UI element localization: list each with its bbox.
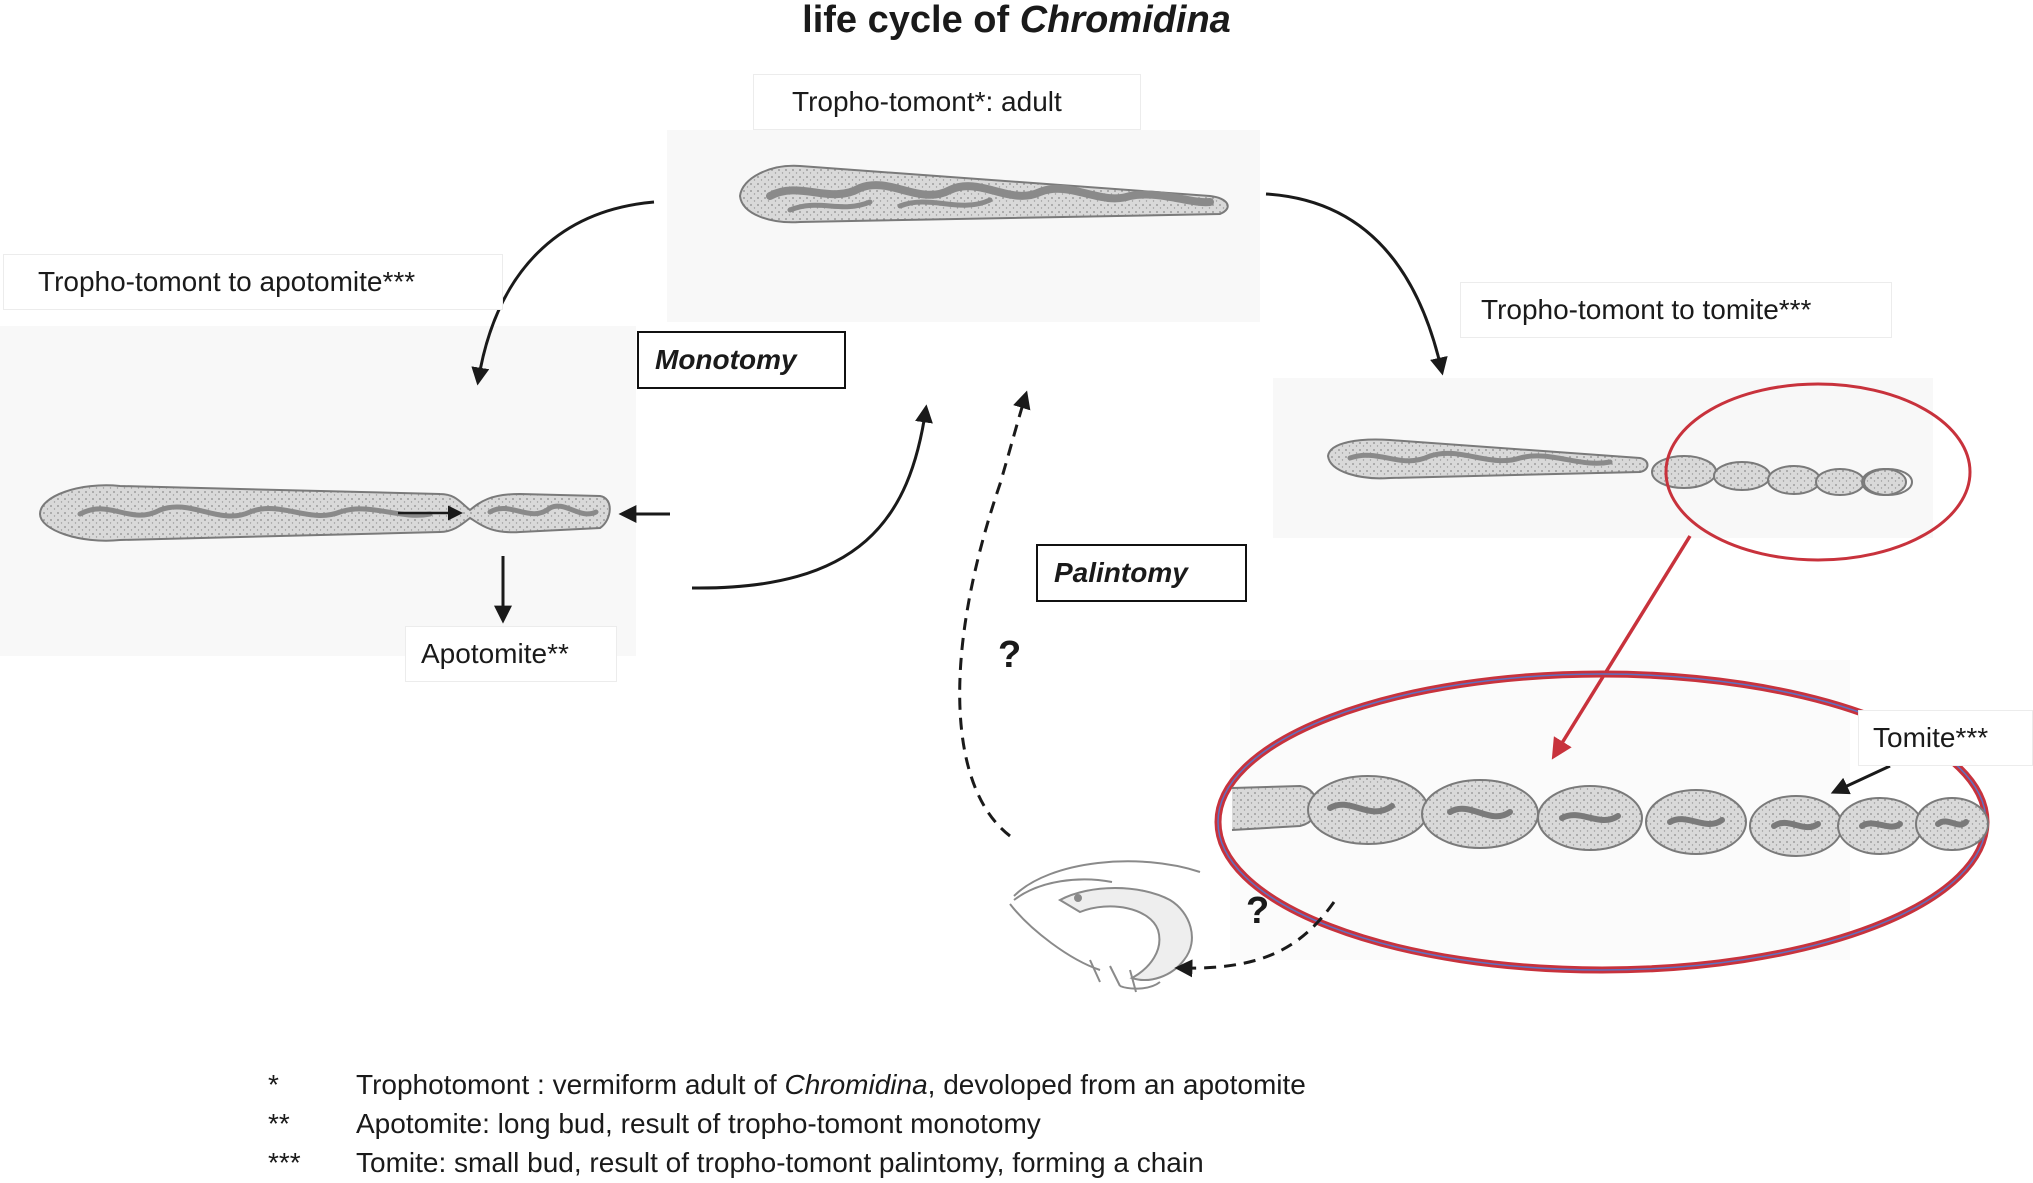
footnote-3-text: Tomite: small bud, result of tropho-tomo… <box>356 1147 1204 1178</box>
budding-cell <box>38 484 611 542</box>
diagram-title: life cycle of Chromidina <box>0 0 2033 42</box>
title-prefix: life cycle of <box>802 0 1020 41</box>
label-adult: Tropho-tomont*: adult <box>753 74 1141 130</box>
dashed-arrow-host-to-adult <box>958 390 1031 838</box>
footnote-2-text: Apotomite: long bud, result of tropho-to… <box>356 1108 1041 1139</box>
footnote-1-mark: * <box>268 1069 279 1100</box>
tomite-chain <box>1326 438 1913 496</box>
label-tomite-text: Tomite*** <box>1873 722 1989 753</box>
zoom-source-circle <box>1664 382 1972 562</box>
zoom-arrow <box>1551 535 1692 760</box>
footnote-1: * Trophotomont : vermiform adult of Chro… <box>268 1065 1306 1104</box>
dashed-arrow-tomite-to-host <box>1174 901 1336 978</box>
title-organism: Chromidina <box>1019 0 1231 41</box>
label-to-tomite-text: Tropho-tomont to tomite*** <box>1481 294 1812 325</box>
footnote-2: ** Apotomite: long bud, result of tropho… <box>268 1104 1306 1143</box>
label-apotomite-text: Apotomite** <box>421 638 569 669</box>
label-adult-text: Tropho-tomont*: adult <box>792 86 1062 117</box>
arrow-label-to-tomite <box>1830 764 1891 795</box>
adult-panel <box>667 130 1260 322</box>
footnote-2-mark: ** <box>268 1108 290 1139</box>
process-monotomy: Monotomy <box>637 331 846 389</box>
footnote-1-text: Trophotomont : vermiform adult of Chromi… <box>356 1069 1306 1100</box>
process-monotomy-text: Monotomy <box>655 344 797 375</box>
arrow-adult-to-apotomite <box>471 200 655 386</box>
tropho-tomont-cell <box>738 164 1229 224</box>
label-to-apotomite-text: Tropho-tomont to apotomite*** <box>38 266 416 297</box>
footnote-3-mark: *** <box>268 1147 301 1178</box>
footnotes: * Trophotomont : vermiform adult of Chro… <box>268 1065 1306 1182</box>
label-tomite: Tomite*** <box>1858 710 2033 766</box>
label-to-tomite: Tropho-tomont to tomite*** <box>1460 282 1892 338</box>
arrow-adult-to-tomite <box>1265 192 1448 376</box>
arrow-apotomite-to-adult <box>691 404 933 590</box>
label-apotomite: Apotomite** <box>405 626 617 682</box>
shrimp-host <box>1009 860 1201 993</box>
unknown-mark-left: ? <box>998 634 1022 676</box>
unknown-mark-right: ? <box>1246 890 1270 932</box>
tomite-zoom <box>1214 670 1990 974</box>
footnote-3: *** Tomite: small bud, result of tropho-… <box>268 1143 1306 1182</box>
process-palintomy: Palintomy <box>1036 544 1247 602</box>
process-palintomy-text: Palintomy <box>1054 557 1188 588</box>
label-to-apotomite: Tropho-tomont to apotomite*** <box>3 254 503 310</box>
